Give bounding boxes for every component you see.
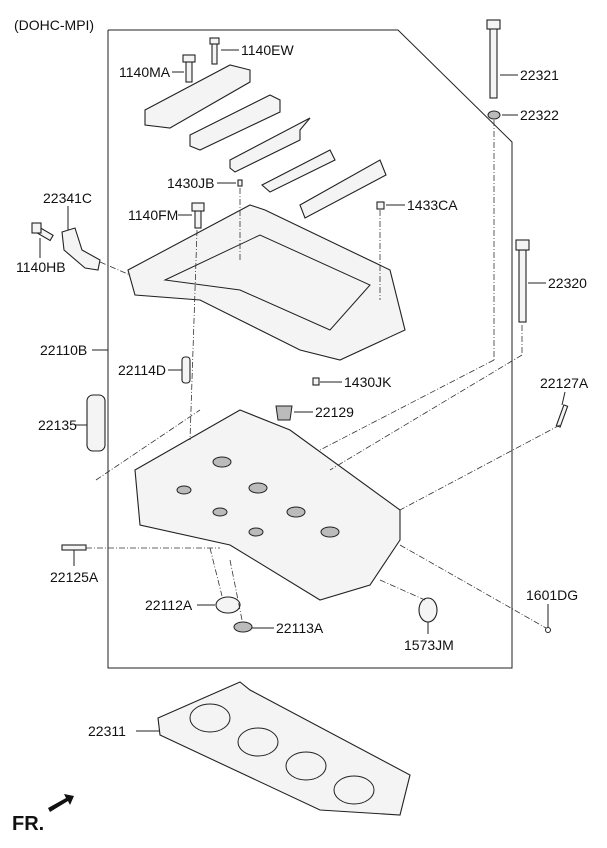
part-label-1140EW: 1140EW: [241, 42, 294, 58]
camshaft-caps: [144, 64, 387, 219]
part-label-22112A: 22112A: [145, 597, 193, 613]
pin-1430JK: [312, 377, 320, 386]
pin-1433CA: [376, 201, 385, 210]
part-label-22125A: 22125A: [50, 569, 99, 585]
variant-label: (DOHC-MPI): [14, 17, 94, 33]
bolt-22321: [486, 19, 501, 99]
assembly-frame: [107, 29, 513, 669]
front-direction-label: FR.: [12, 813, 44, 835]
part-label-1430JK: 1430JK: [344, 374, 392, 390]
part-label-1601DG: 1601DG: [526, 587, 578, 603]
part-label-1573JM: 1573JM: [404, 637, 454, 653]
part-label-1433CA: 1433CA: [407, 197, 458, 213]
bolt-22320: [515, 239, 530, 323]
part-label-22114D: 22114D: [118, 362, 166, 378]
washer-22322: [487, 110, 501, 120]
pin-22127A: [555, 404, 569, 428]
part-label-22113A: 22113A: [276, 620, 324, 636]
seal-22112A: [215, 596, 241, 614]
plug-22129: [275, 405, 293, 421]
bolt-1140HB: [31, 222, 54, 242]
part-label-22311: 22311: [88, 723, 126, 739]
part-label-22127A: 22127A: [540, 375, 589, 391]
head-gasket: [157, 681, 411, 816]
bracket-22341C: [61, 227, 101, 271]
part-label-22110B: 22110B: [40, 342, 87, 358]
sleeve-22114D: [181, 356, 191, 384]
part-label-1430JB: 1430JB: [167, 175, 214, 191]
part-label-22129: 22129: [315, 404, 354, 420]
tube-22135: [86, 394, 106, 452]
pin-1601DG: [545, 627, 551, 633]
valve-springs: [176, 456, 340, 538]
part-label-22321: 22321: [520, 67, 559, 83]
part-label-1140FM: 1140FM: [128, 207, 178, 223]
pin-22125A: [61, 544, 87, 551]
part-label-22341C: 22341C: [43, 190, 92, 206]
part-label-1140HB: 1140HB: [16, 259, 66, 275]
cylinder-head: [134, 409, 401, 601]
ladder-frame: [127, 204, 406, 361]
bolt-1140FM: [191, 202, 205, 229]
front-arrow-icon: [48, 794, 74, 812]
plug-1573JM: [418, 597, 438, 623]
seal-22113A: [233, 621, 253, 633]
bolt-1140EW: [209, 37, 220, 65]
part-label-22135: 22135: [38, 417, 77, 433]
part-label-1140MA: 1140MA: [119, 64, 171, 80]
pin-1430JB: [237, 179, 243, 187]
part-label-22322: 22322: [520, 107, 559, 123]
part-label-22320: 22320: [548, 275, 587, 291]
leader-lines: [39, 49, 566, 732]
bolt-1140MA: [182, 54, 196, 83]
dash-center-lines: [86, 120, 561, 629]
